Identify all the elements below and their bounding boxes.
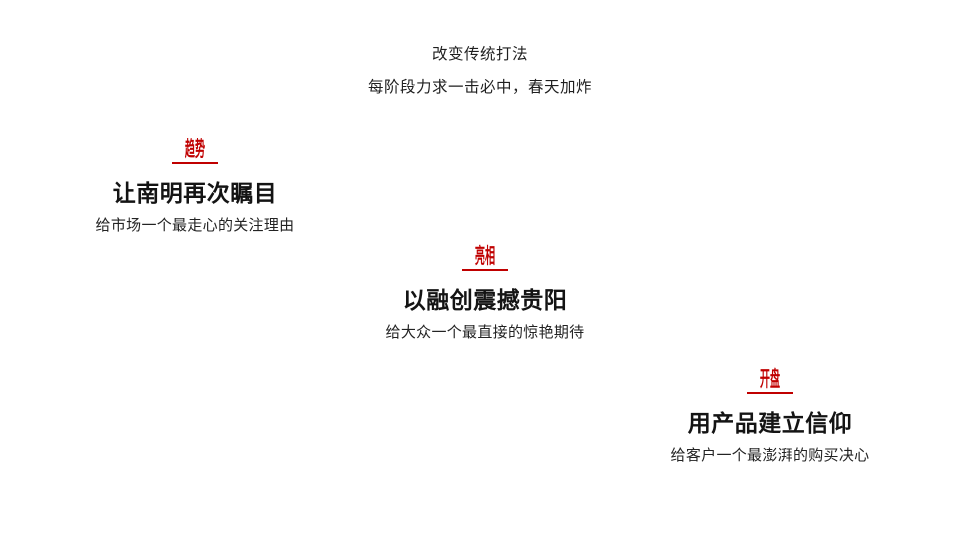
- stage-heading-3: 用产品建立信仰: [687, 410, 853, 436]
- badge-underline: [462, 269, 508, 271]
- stage-subtitle-3: 给客户一个最澎湃的购买决心: [670, 447, 870, 464]
- badge-label: 开盘: [759, 368, 781, 391]
- badge-underline: [172, 162, 218, 164]
- badge-container: 开盘: [747, 368, 793, 398]
- stage-badge-3: 开盘: [615, 368, 925, 398]
- stage-subtitle-1: 给市场一个最走心的关注理由: [95, 217, 295, 234]
- stage-block-2: 亮相 以融创震撼贵阳 给大众一个最直接的惊艳期待: [330, 245, 640, 344]
- header-line-1: 改变传统打法: [431, 46, 528, 63]
- stage-block-1: 趋势 让南明再次瞩目 给市场一个最走心的关注理由: [40, 138, 350, 237]
- stage-block-3: 开盘 用产品建立信仰 给客户一个最澎湃的购买决心: [615, 368, 925, 467]
- stage-subtitle-2: 给大众一个最直接的惊艳期待: [385, 324, 585, 341]
- badge-container: 亮相: [462, 245, 508, 275]
- stage-badge-2: 亮相: [330, 245, 640, 275]
- badge-underline: [747, 392, 793, 394]
- stage-heading-2: 以融创震撼贵阳: [402, 287, 568, 313]
- badge-label: 趋势: [184, 138, 206, 161]
- badge-container: 趋势: [172, 138, 218, 168]
- slide-header: 改变传统打法 每阶段力求一击必中，春天加炸: [0, 44, 960, 99]
- stage-heading-1: 让南明再次瞩目: [112, 180, 278, 206]
- header-line-2: 每阶段力求一击必中，春天加炸: [367, 79, 592, 96]
- stage-badge-1: 趋势: [40, 138, 350, 168]
- badge-label: 亮相: [474, 245, 496, 268]
